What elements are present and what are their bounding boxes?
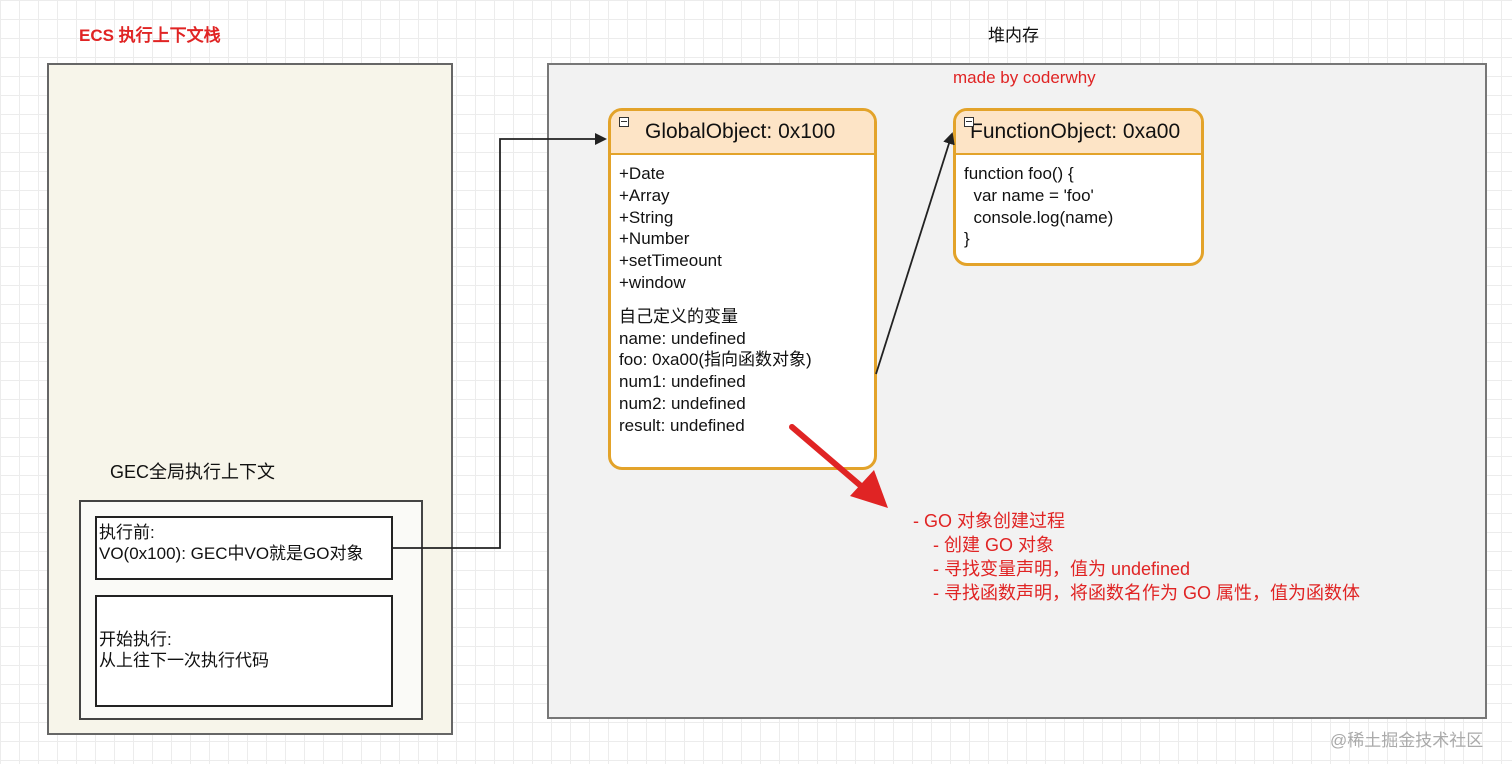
var-item: num1: undefined: [619, 372, 746, 392]
builtin-item: +String: [619, 207, 674, 227]
var-item: name: undefined: [619, 328, 746, 348]
credit-text: made by coderwhy: [953, 68, 1096, 87]
function-object-card: FunctionObject: 0xa00 function foo() { v…: [953, 108, 1204, 266]
before-exec-box: 执行前: VO(0x100): GEC中VO就是GO对象: [95, 516, 393, 580]
vars-title: 自己定义的变量: [619, 306, 738, 326]
collapse-icon[interactable]: [619, 117, 629, 127]
go-creation-notes: - GO 对象创建过程 - 创建 GO 对象 - 寻找变量声明，值为 undef…: [913, 509, 1360, 605]
foo-to-function-arrow: [875, 132, 955, 375]
global-object-header: GlobalObject: 0x100: [611, 111, 874, 155]
code-line: function foo() {: [964, 164, 1074, 183]
gec-box: 执行前: VO(0x100): GEC中VO就是GO对象 开始执行: 从上往下一…: [79, 500, 423, 720]
start-exec-line1: 开始执行:: [99, 630, 172, 649]
notes-item: - 创建 GO 对象: [933, 535, 1054, 555]
heap-title: 堆内存: [988, 26, 1039, 45]
before-exec-line2: VO(0x100): GEC中VO就是GO对象: [99, 544, 364, 563]
vo-to-go-arrow: [392, 133, 607, 549]
function-object-title: FunctionObject: 0xa00: [970, 120, 1181, 143]
var-item: result: undefined: [619, 415, 745, 435]
global-object-title: GlobalObject: 0x100: [645, 120, 836, 143]
builtin-item: +Number: [619, 229, 690, 249]
watermark: @稀土掘金技术社区: [1330, 731, 1484, 750]
code-line: }: [964, 229, 970, 249]
start-exec-line2: 从上往下一次执行代码: [99, 651, 269, 670]
notes-item: - 寻找函数声明，将函数名作为 GO 属性，值为函数体: [933, 583, 1360, 603]
function-object-header: FunctionObject: 0xa00: [956, 111, 1201, 155]
start-exec-box: 开始执行: 从上往下一次执行代码: [95, 595, 393, 707]
collapse-icon[interactable]: [964, 117, 974, 127]
function-object-body: function foo() { var name = 'foo' consol…: [956, 155, 1201, 258]
builtin-item: +setTimeount: [619, 251, 722, 271]
builtin-item: +window: [619, 272, 686, 292]
code-line: console.log(name): [964, 207, 1114, 227]
builtin-item: +Array: [619, 185, 670, 205]
ecs-title: ECS 执行上下文栈: [79, 26, 221, 45]
global-object-card: GlobalObject: 0x100 +Date +Array +String…: [608, 108, 877, 470]
global-object-body: +Date +Array +String +Number +setTimeoun…: [611, 155, 874, 445]
before-exec-line1: 执行前:: [99, 523, 155, 542]
var-item: foo: 0xa00(指向函数对象): [619, 350, 812, 370]
var-item: num2: undefined: [619, 393, 746, 413]
builtin-item: +Date: [619, 164, 665, 183]
code-line: var name = 'foo': [964, 185, 1094, 205]
notes-title: - GO 对象创建过程: [913, 511, 1065, 531]
notes-item: - 寻找变量声明，值为 undefined: [933, 559, 1191, 579]
red-pointer-arrow-icon: [789, 424, 888, 508]
gec-label: GEC全局执行上下文: [110, 462, 276, 482]
